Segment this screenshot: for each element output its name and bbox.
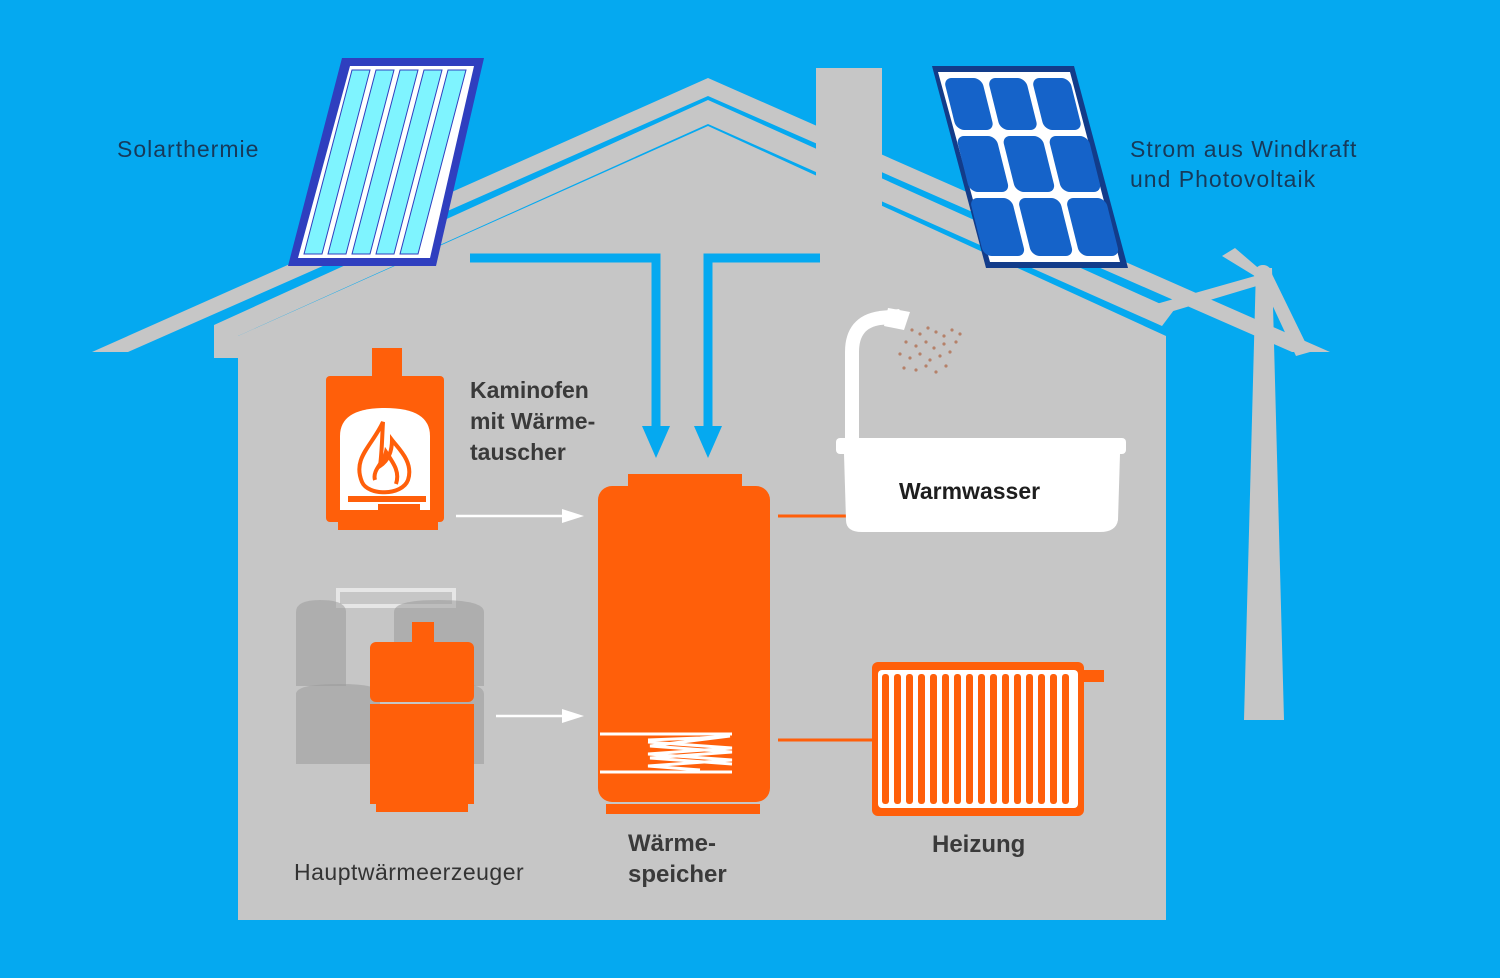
label-strom-line1: Strom aus Windkraft bbox=[1130, 136, 1358, 162]
solar-thermal-panel-icon bbox=[288, 58, 484, 266]
label-waermespeicher: Wärme- speicher bbox=[628, 828, 727, 890]
label-kaminofen: Kaminofen mit Wärme- tauscher bbox=[470, 375, 595, 468]
label-warmwasser: Warmwasser bbox=[899, 478, 1041, 504]
label-hauptwaermeerzeuger: Hauptwärmeerzeuger bbox=[294, 859, 525, 885]
label-kaminofen-line1: Kaminofen bbox=[470, 377, 589, 403]
radiator-icon bbox=[872, 662, 1104, 816]
label-kaminofen-line2: mit Wärme- bbox=[470, 408, 596, 434]
label-heizung: Heizung bbox=[932, 831, 1026, 858]
label-solarthermie: Solarthermie bbox=[117, 136, 260, 162]
label-strom: Strom aus Windkraft und Photovoltaik bbox=[1130, 134, 1357, 194]
wind-turbine-icon bbox=[1142, 248, 1310, 720]
boiler-icon bbox=[296, 588, 484, 812]
label-speicher-line1: Wärme- bbox=[628, 830, 717, 857]
label-speicher-line2: speicher bbox=[628, 861, 727, 888]
label-strom-line2: und Photovoltaik bbox=[1130, 166, 1317, 192]
bathtub-icon bbox=[836, 438, 1126, 532]
photovoltaic-panel-icon bbox=[932, 66, 1128, 268]
flame-icon bbox=[357, 421, 412, 495]
storage-tank-icon bbox=[598, 474, 770, 814]
shower-icon bbox=[845, 308, 962, 444]
heat-input-arrows bbox=[456, 509, 584, 723]
label-kaminofen-line3: tauscher bbox=[470, 439, 566, 465]
solar-feed-pipes bbox=[470, 253, 820, 458]
fireplace-icon bbox=[326, 348, 444, 530]
heat-exchanger-coil-icon bbox=[600, 732, 733, 774]
